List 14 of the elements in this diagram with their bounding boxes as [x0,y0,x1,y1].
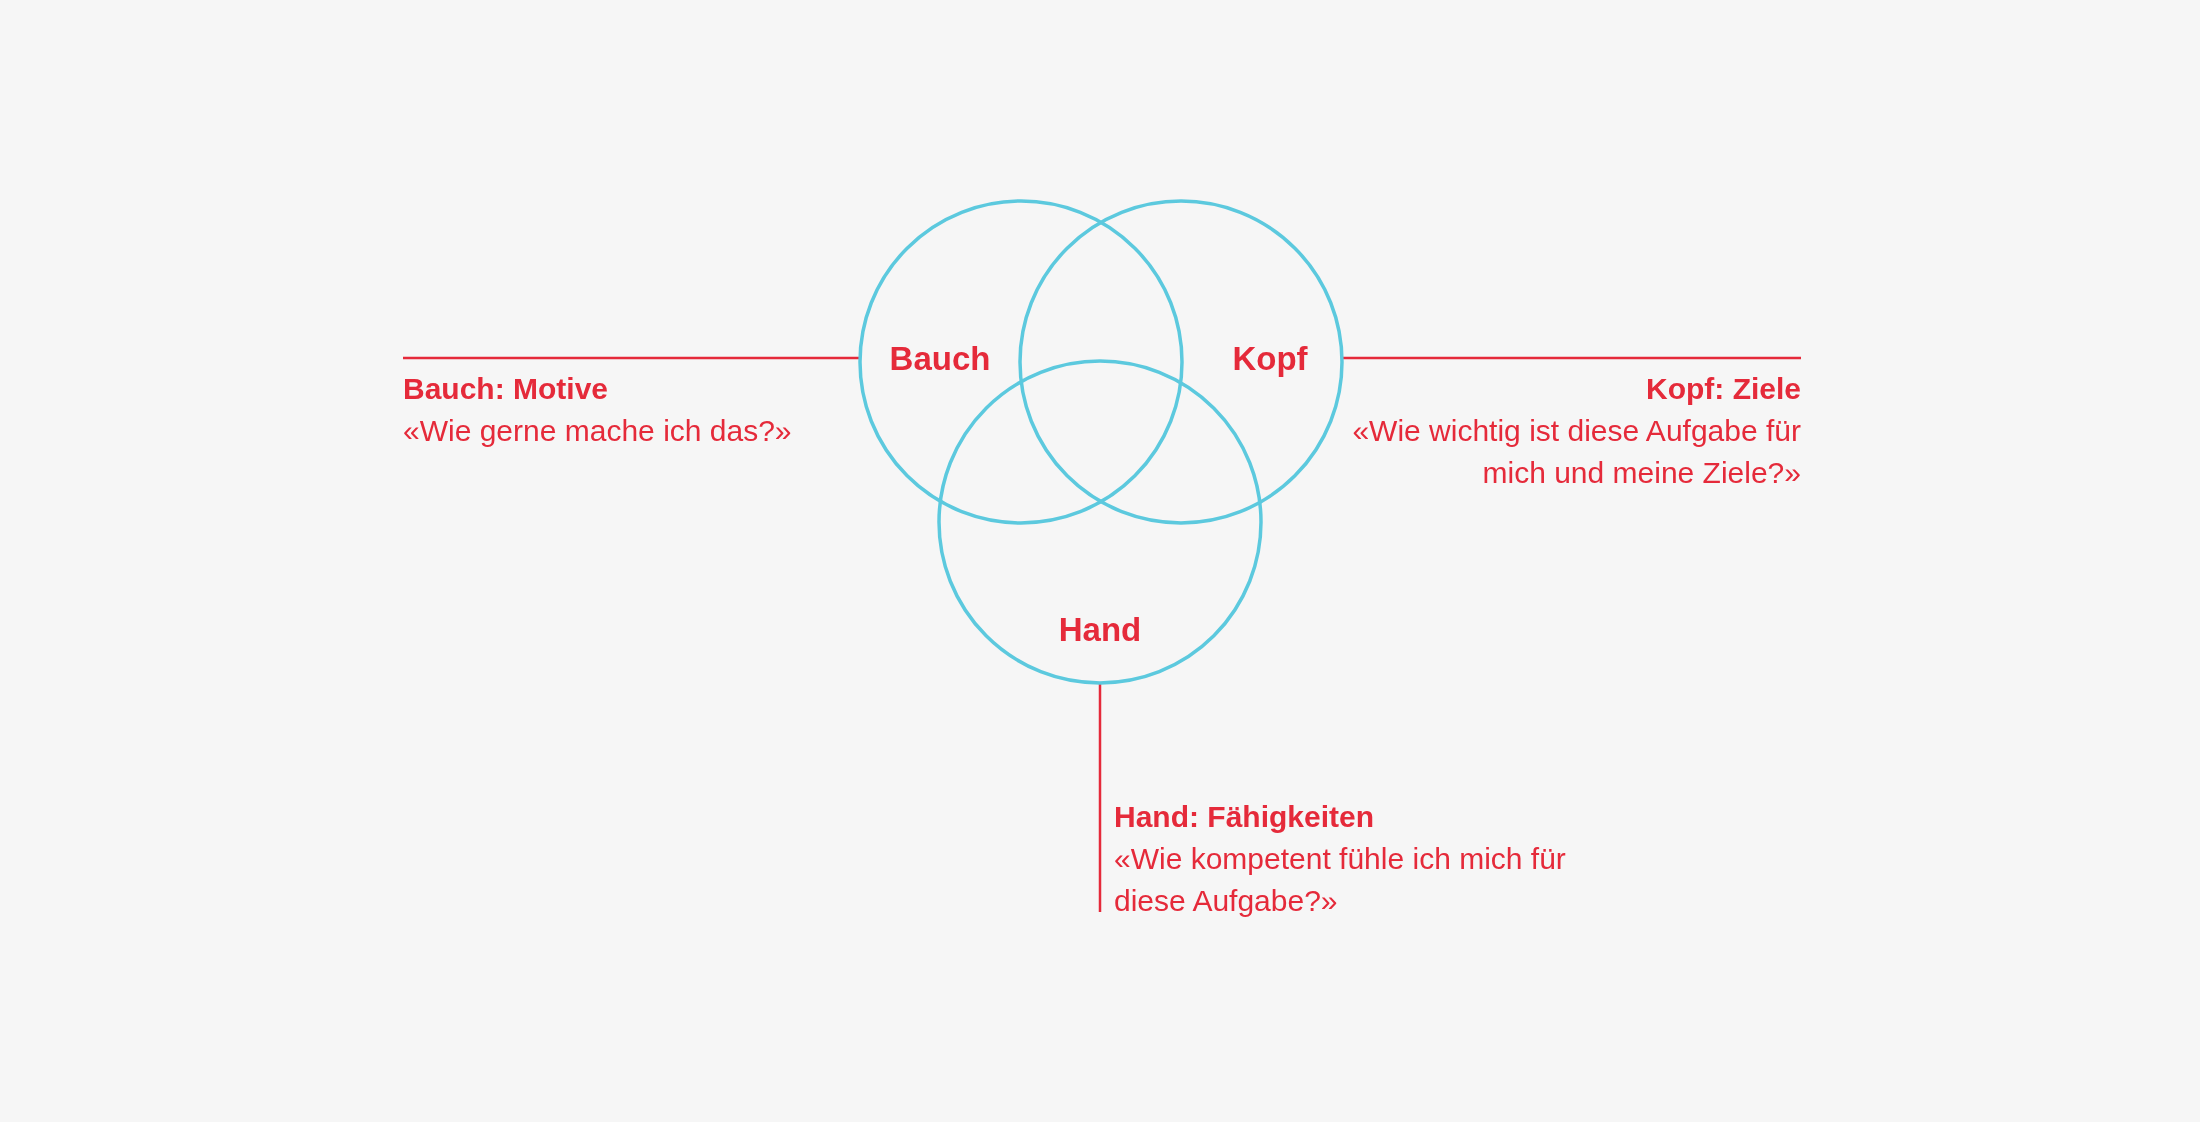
circle-label: Bauch [889,340,991,378]
venn-circle [1018,199,1344,525]
circle-label: Kopf [1232,340,1308,378]
leader-line [403,356,860,360]
question-text: «Wie gerne mache ich das?» [403,413,793,449]
leader-line [1342,356,1801,360]
heading: Bauch: Motive [403,371,610,407]
question-text: «Wie wichtig ist diese Aufgabe für mich und meine Ziele?» [1351,413,1801,491]
circle-label: Hand [1058,611,1142,649]
heading: Kopf: Ziele [1645,371,1801,407]
heading: Hand: Fähigkeiten [1114,799,1376,835]
leader-line [1098,683,1102,912]
venn-circle [858,199,1184,525]
question-text: «Wie kompetent fühle ich mich für diese Aufgabe?» [1114,841,1567,919]
